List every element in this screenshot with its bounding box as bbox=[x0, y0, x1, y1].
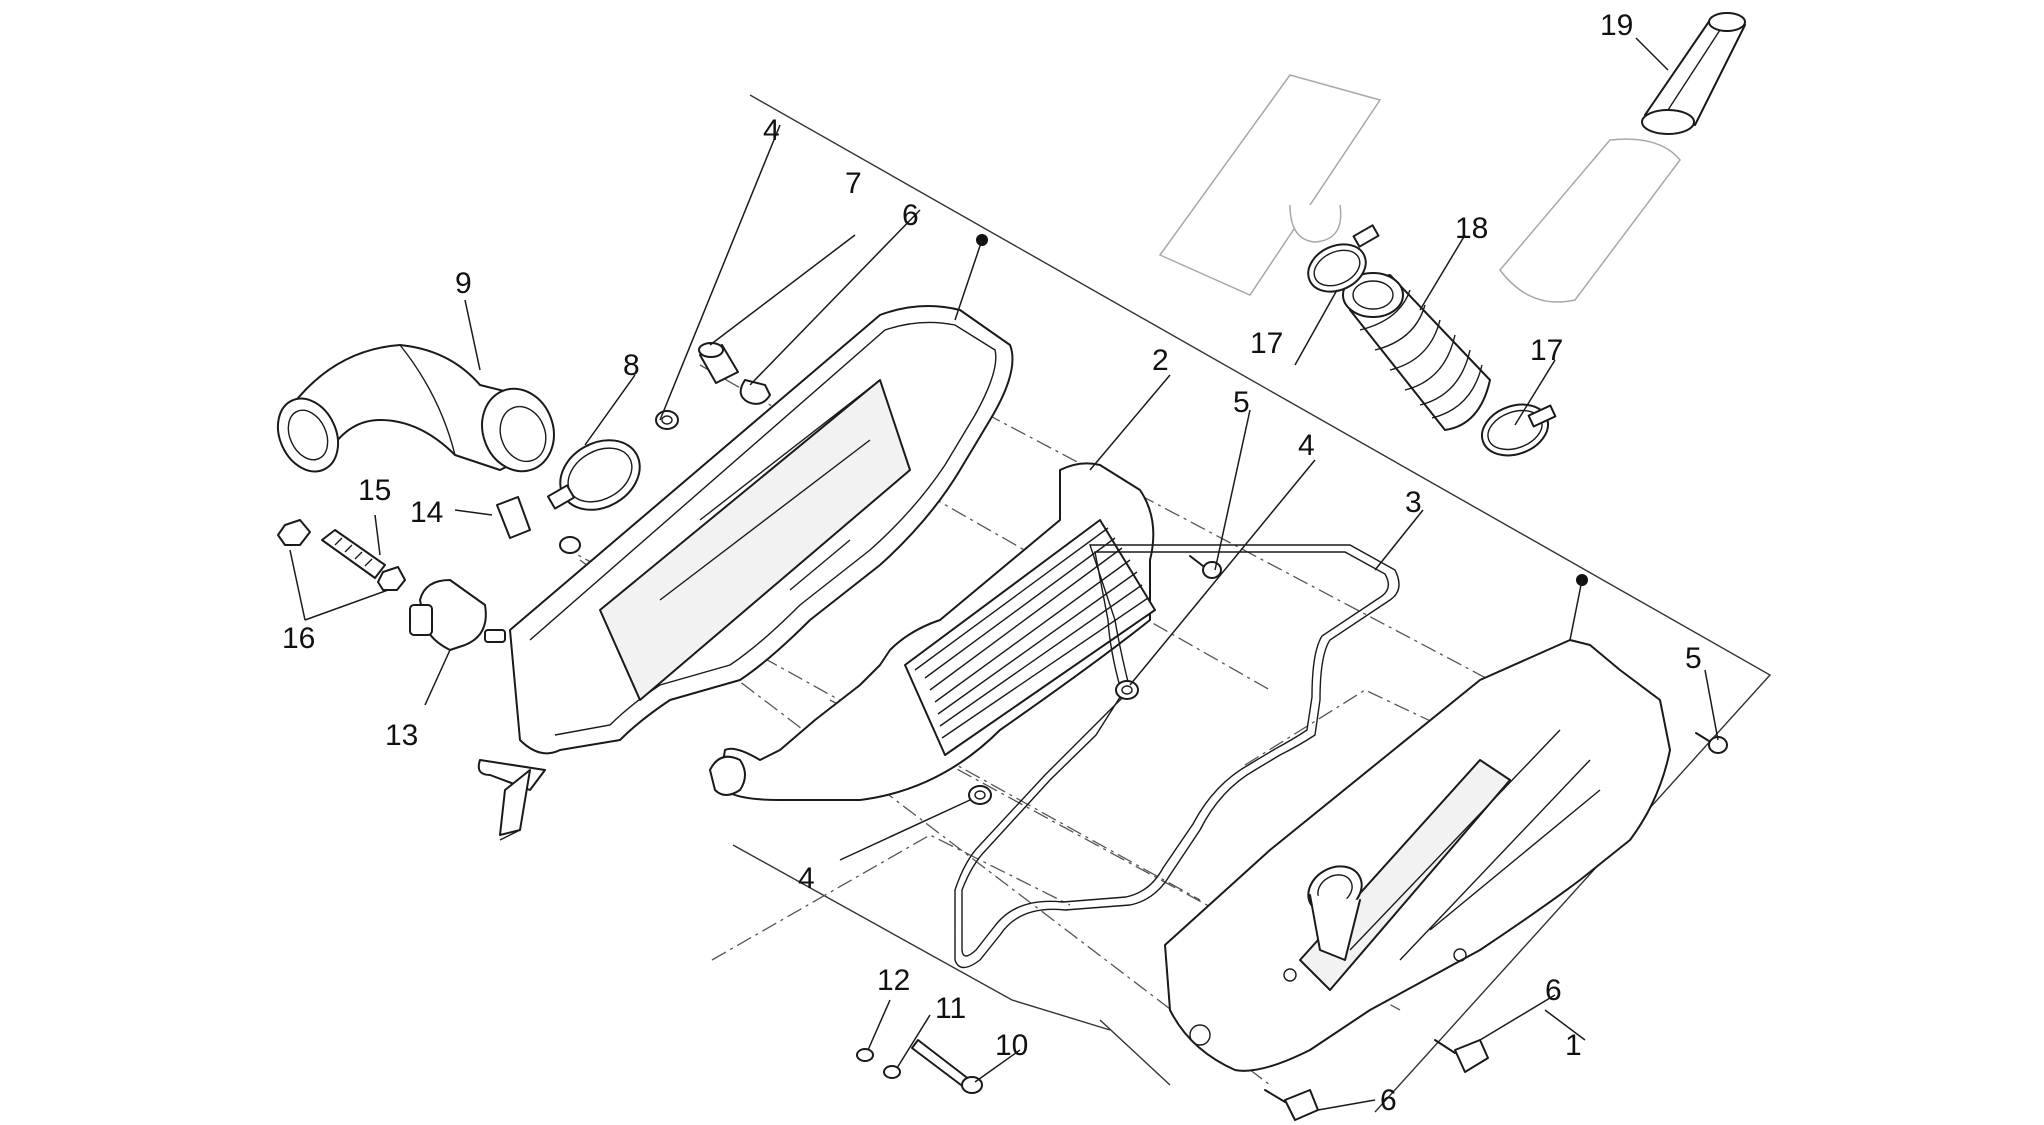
cover-gasket bbox=[954, 544, 1400, 969]
bellows-boot bbox=[1342, 272, 1491, 431]
air-filter-element bbox=[709, 462, 1156, 801]
sensor-14 bbox=[409, 579, 506, 651]
washer-4-middle bbox=[1115, 680, 1139, 700]
callout-16: 16 bbox=[282, 622, 315, 655]
callout-3: 3 bbox=[1405, 486, 1422, 519]
screw-5-right bbox=[1695, 732, 1728, 754]
leader-lines bbox=[289, 37, 1719, 1111]
callout-5-middle: 5 bbox=[1233, 386, 1250, 419]
filter-box-housing bbox=[477, 305, 1014, 841]
callout-6-right: 6 bbox=[1545, 974, 1562, 1007]
duct-clamp bbox=[546, 439, 641, 511]
filter-box-cover bbox=[1164, 639, 1671, 1072]
intake-elbow-duct bbox=[276, 344, 555, 473]
stud-15 bbox=[321, 529, 386, 579]
nut-16-left bbox=[277, 519, 311, 546]
callout-15: 15 bbox=[358, 474, 391, 507]
callout-4-middle: 4 bbox=[1298, 429, 1315, 462]
hose-clamp-lower bbox=[1481, 403, 1557, 457]
callout-labels: 19 18 17 17 9 8 4 7 6 2 5 4 3 5 4 14 15 … bbox=[282, 9, 1702, 1117]
nut-16-right bbox=[377, 566, 406, 591]
callout-18: 18 bbox=[1455, 212, 1488, 245]
washer-4-top bbox=[655, 410, 679, 430]
callout-17-left: 17 bbox=[1250, 327, 1283, 360]
callout-12: 12 bbox=[877, 964, 910, 997]
callout-11: 11 bbox=[935, 992, 966, 1025]
intake-snorkel bbox=[1641, 12, 1746, 135]
ghost-tube-section bbox=[1499, 138, 1681, 303]
callout-9: 9 bbox=[455, 267, 472, 300]
bolt-10 bbox=[911, 1039, 983, 1094]
callout-10: 10 bbox=[995, 1029, 1028, 1062]
callout-6-top: 6 bbox=[902, 199, 919, 232]
callout-6-bottom: 6 bbox=[1380, 1084, 1397, 1117]
callout-2: 2 bbox=[1152, 344, 1169, 377]
callout-7: 7 bbox=[845, 167, 862, 200]
washer-11 bbox=[883, 1065, 901, 1079]
knob-6-upper bbox=[1434, 1039, 1489, 1073]
washer-12 bbox=[856, 1048, 874, 1062]
spacer-7 bbox=[698, 342, 739, 384]
callout-5-right: 5 bbox=[1685, 642, 1702, 675]
callout-8: 8 bbox=[623, 349, 640, 382]
callout-19: 19 bbox=[1600, 9, 1633, 42]
washer-13b bbox=[559, 536, 581, 554]
ghost-frame-section bbox=[1158, 74, 1382, 296]
knob-6-lower bbox=[1264, 1089, 1319, 1121]
washer-4-bottom bbox=[968, 785, 992, 805]
spring-clip-6 bbox=[739, 379, 771, 405]
bracket-13 bbox=[496, 496, 531, 539]
callout-4-top: 4 bbox=[763, 114, 780, 147]
callout-17-right: 17 bbox=[1530, 334, 1563, 367]
callout-13: 14 bbox=[410, 496, 443, 529]
hose-clamp-upper bbox=[1307, 224, 1380, 293]
callout-14: 13 bbox=[385, 719, 418, 752]
callout-4-bottom: 4 bbox=[798, 862, 815, 895]
callout-1: 1 bbox=[1565, 1029, 1582, 1062]
